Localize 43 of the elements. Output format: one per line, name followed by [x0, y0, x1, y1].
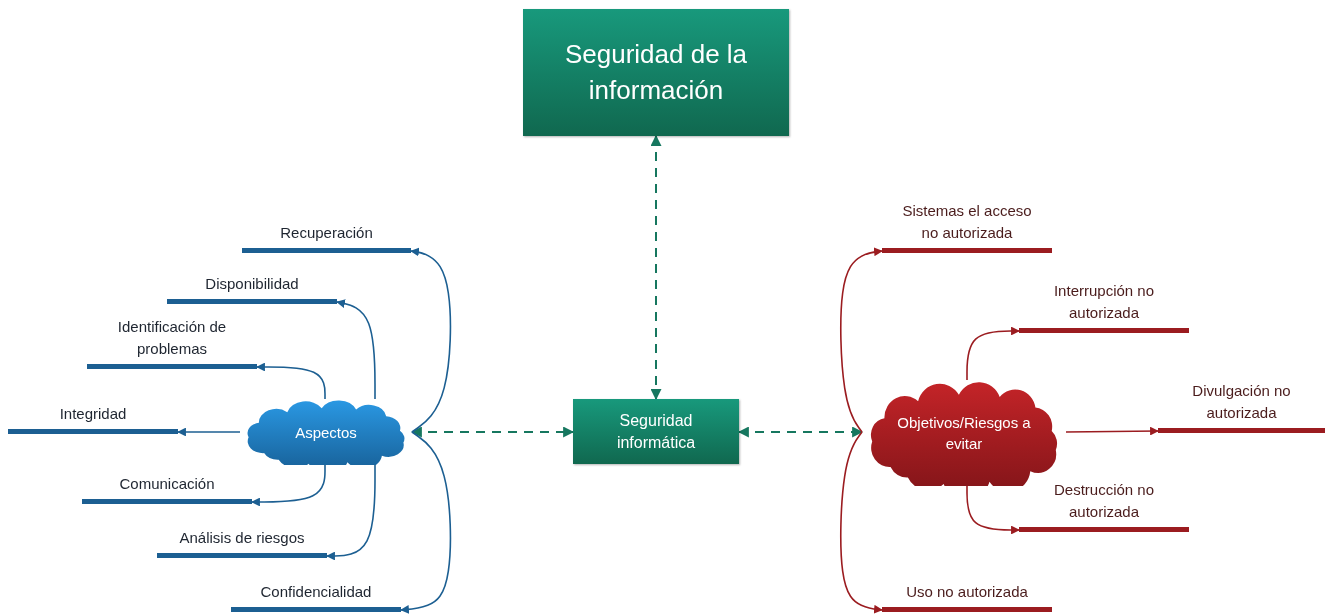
branch-bar	[167, 278, 337, 304]
title-box	[523, 9, 789, 136]
branch-label: Análisis de riesgos	[179, 528, 305, 548]
branch-bar	[882, 205, 1052, 253]
arrow	[326, 464, 376, 561]
branch-bar	[1019, 285, 1189, 333]
node-label: Aspectos	[295, 422, 357, 443]
branch-bar	[242, 227, 411, 253]
branch-bar	[87, 321, 257, 369]
branch-label: Recuperación	[280, 223, 373, 243]
dashed-arrow	[650, 134, 662, 401]
branch-label: Confidencialidad	[260, 582, 372, 602]
arrow	[1065, 426, 1159, 436]
arrow	[400, 431, 452, 614]
branch-bar	[82, 478, 252, 504]
node-label: Seguridad de la información	[563, 38, 749, 107]
branch-label: Destrucción no autorizada	[1052, 480, 1156, 522]
node-label: Objetivos/Riesgos a evitar	[896, 413, 1032, 454]
arrow	[256, 362, 326, 400]
branch-bar	[157, 532, 327, 558]
branch-label: Interrupción no autorizada	[1052, 281, 1156, 323]
branch-label: Comunicación	[119, 474, 215, 494]
branch-bar	[882, 586, 1052, 612]
branch-label: Sistemas el acceso no autorizada	[901, 201, 1033, 243]
branch-label: Uso no autorizada	[906, 582, 1028, 602]
branch-bar	[8, 408, 178, 434]
branch-label: Divulgación no autorizada	[1191, 381, 1292, 423]
branch-label: Identificación de problemas	[116, 317, 228, 359]
node-label: Seguridad informática	[615, 410, 697, 453]
branch-label: Integridad	[59, 404, 127, 424]
arrow	[840, 247, 883, 433]
branch-bar	[1158, 385, 1325, 433]
branch-bar	[1019, 484, 1189, 532]
arrow	[410, 247, 452, 433]
branch-bar	[231, 586, 401, 612]
arrow	[177, 427, 241, 437]
arrow	[966, 326, 1020, 381]
arrow	[336, 299, 376, 400]
process-box	[573, 399, 739, 464]
arrow	[966, 485, 1020, 535]
branch-label: Disponibilidad	[205, 274, 299, 294]
arrow	[251, 464, 326, 507]
arrow	[840, 431, 883, 614]
